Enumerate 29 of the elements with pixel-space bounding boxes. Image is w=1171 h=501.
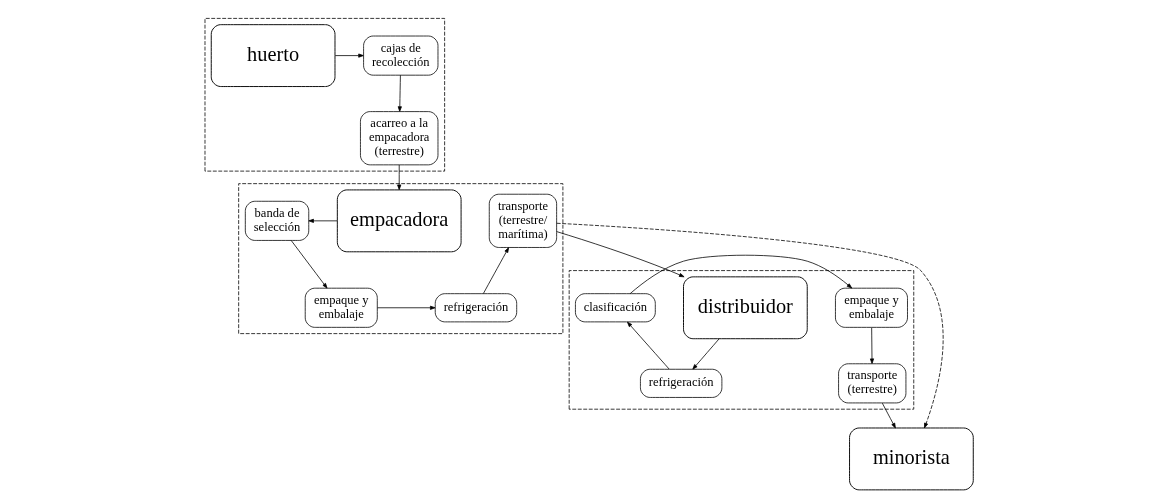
node-box: empaque y embalaje [834, 287, 908, 328]
cluster [204, 17, 445, 171]
arrow [555, 230, 684, 277]
arrow [396, 164, 401, 190]
node-box: transporte (terrestre) [837, 362, 906, 403]
arrow [290, 239, 327, 288]
arrow [555, 222, 943, 428]
node-box: huerto [210, 23, 335, 87]
node-box: empacadora [336, 188, 462, 252]
arrow [629, 254, 852, 294]
node-box: acarreo a la empacadora (terrestre) [359, 110, 438, 165]
node-box: transporte (terrestre/ marítima) [488, 193, 557, 248]
arrow [482, 246, 509, 294]
node-box: minorista [848, 427, 974, 490]
node-box: empaque y embalaje [304, 287, 378, 328]
arrow [626, 321, 670, 369]
node-box: distribuidor [682, 275, 808, 339]
arrow [397, 74, 402, 112]
node-box: clasificación [574, 292, 656, 322]
arrow [881, 402, 896, 428]
arrow [691, 338, 719, 370]
node-box: cajas de recolección [362, 35, 438, 76]
arrow [334, 53, 364, 58]
node-box: banda de selección [244, 200, 309, 241]
arrow [376, 305, 435, 310]
node-box: refrigeración [639, 368, 722, 398]
node-box: refrigeración [434, 292, 517, 322]
arrow [307, 218, 337, 223]
arrow [869, 326, 874, 364]
